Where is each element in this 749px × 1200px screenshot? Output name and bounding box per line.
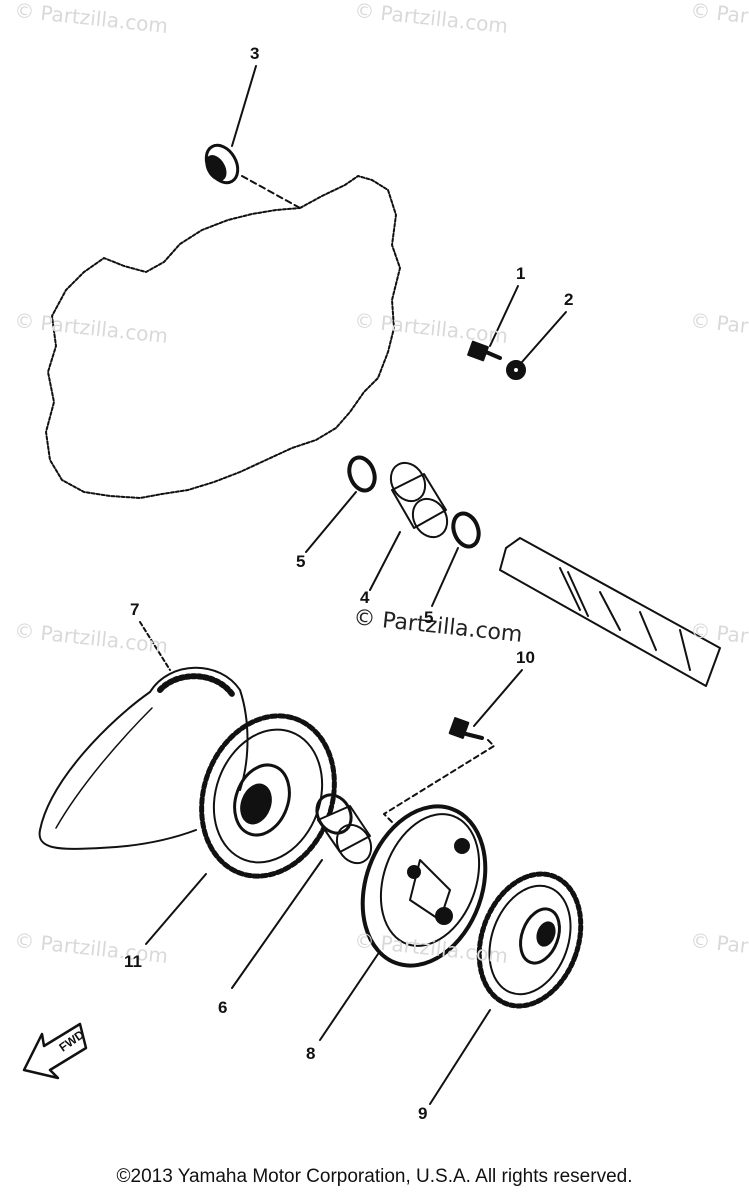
- callout-2: 2: [564, 290, 574, 309]
- clutch-housing-8: [360, 804, 488, 968]
- callout-11: 11: [124, 952, 142, 971]
- nut-2: [506, 360, 526, 380]
- callout-5a: 5: [296, 552, 306, 571]
- copyright-notice: ©2013 Yamaha Motor Corporation, U.S.A. A…: [116, 1166, 633, 1187]
- callout-8: 8: [306, 1044, 316, 1063]
- callout-4: 4: [360, 588, 370, 607]
- gear-9: [476, 871, 584, 1009]
- callout-5b: 5: [424, 608, 434, 627]
- fwd-arrow-icon: [22, 1022, 88, 1080]
- callout-9: 9: [418, 1104, 428, 1123]
- bolt-1: [467, 340, 502, 362]
- callout-7: 7: [130, 600, 140, 619]
- callout-1: 1: [516, 264, 526, 283]
- bushing-4: [389, 461, 449, 539]
- circlip-5b: [451, 511, 481, 549]
- bolt-10: [448, 717, 484, 740]
- callout-3: 3: [250, 44, 260, 63]
- oil-seal-3: [204, 143, 240, 185]
- shaft: [499, 537, 721, 687]
- callout-10: 10: [516, 648, 535, 667]
- crankcase-cover: [45, 175, 401, 499]
- chain-7: [38, 666, 249, 850]
- callout-6: 6: [218, 998, 228, 1017]
- bearing-6: [315, 793, 373, 865]
- circlip-5a: [347, 455, 377, 493]
